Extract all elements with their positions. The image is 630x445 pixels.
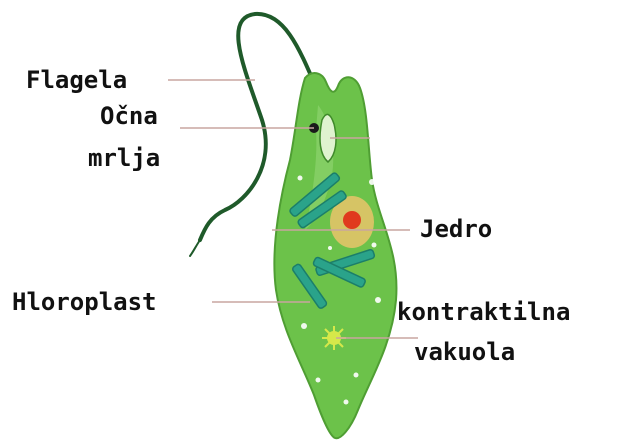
label-chloroplast: Hloroplast [12, 288, 157, 316]
label-flagella: Flagela [26, 66, 127, 94]
label-vacuole-line2: vakuola [414, 338, 515, 366]
flagellum-tip [190, 240, 200, 256]
label-nucleus: Jedro [420, 215, 492, 243]
label-vacuole-line1: kontraktilna [397, 298, 570, 326]
label-eyespot-line1: Očna [100, 102, 158, 130]
label-eyespot-line2: mrlja [88, 144, 160, 172]
nucleus-core [343, 211, 361, 229]
